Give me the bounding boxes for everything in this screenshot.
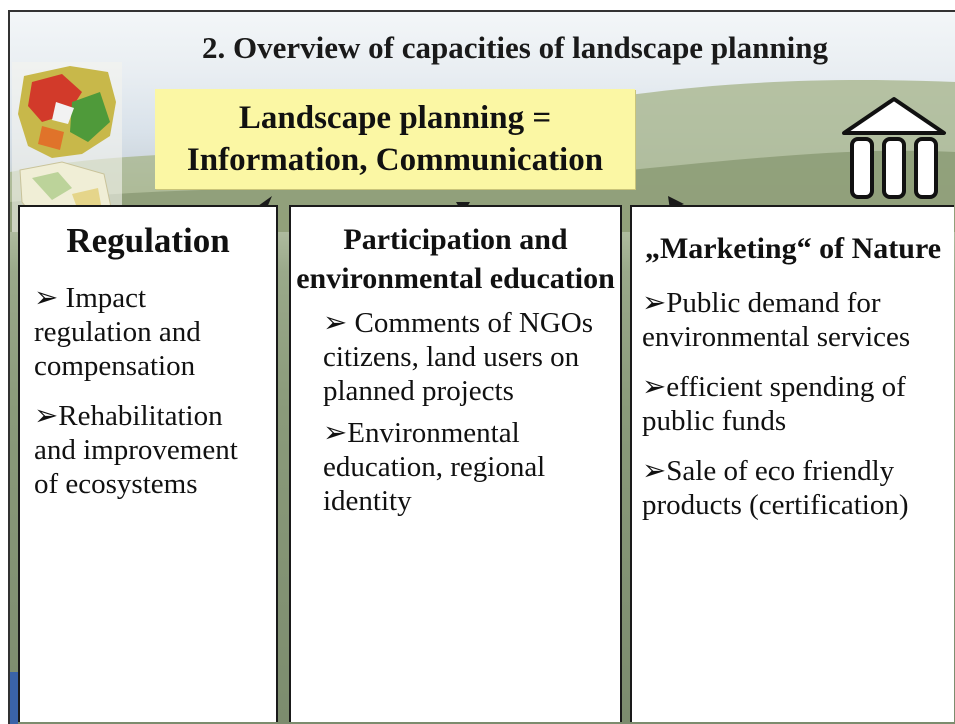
- bullet-item: ➢ Comments of NGOs citizens, land users …: [323, 307, 593, 407]
- column-heading: Regulation: [66, 221, 230, 260]
- map-thumbnail-icon: [12, 62, 122, 232]
- column-heading: „Marketing“ of Nature: [644, 232, 942, 265]
- column-participation: Participation and environmental educatio…: [289, 205, 622, 722]
- banner: Landscape planning = Information, Commun…: [155, 89, 635, 189]
- bullet-item: ➢efficient spending of public funds: [642, 371, 906, 437]
- bullet-item: ➢Rehabilitation and improvement of ecosy…: [34, 400, 238, 500]
- temple-icon: [842, 97, 946, 199]
- bullet-item: ➢Environmental education, regional ident…: [323, 417, 546, 517]
- banner-line-2: Information, Communication: [186, 142, 604, 178]
- column-regulation: Regulation ➢ Impact regulation and compe…: [18, 205, 278, 722]
- banner-line-1: Landscape planning =: [238, 100, 552, 136]
- slide-title: 2. Overview of capacities of landscape p…: [201, 30, 829, 65]
- bullet-item: ➢Public demand for environmental service…: [642, 287, 911, 353]
- column-marketing: „Marketing“ of Nature ➢Public demand for…: [630, 205, 954, 722]
- bullet-item: ➢Sale of eco friendly products (certific…: [642, 455, 909, 521]
- side-strip: [10, 672, 18, 724]
- column-heading: Participation and environmental educatio…: [296, 223, 615, 295]
- bullet-item: ➢ Impact regulation and compensation: [34, 282, 201, 382]
